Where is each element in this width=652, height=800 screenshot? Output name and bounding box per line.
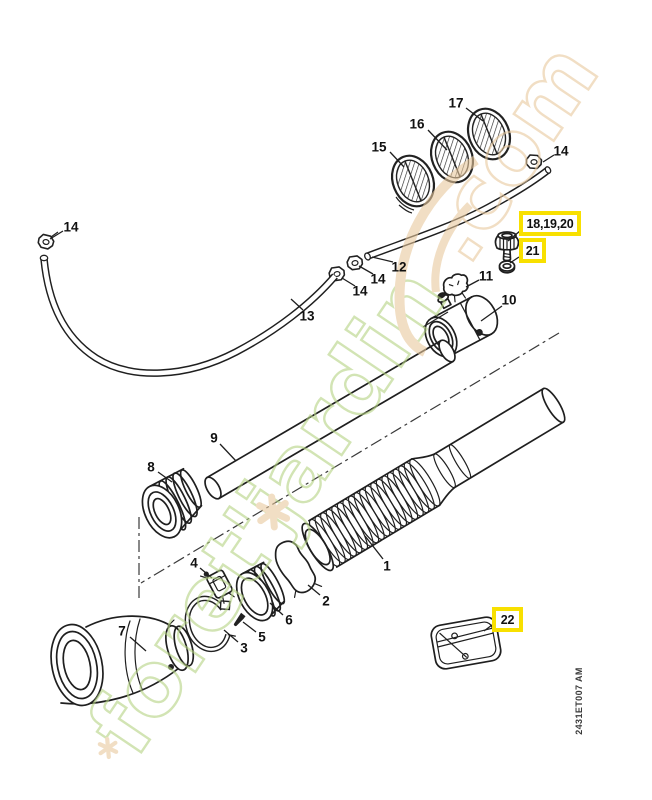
part-6-collar xyxy=(235,561,286,622)
part-15-grille xyxy=(383,148,443,214)
part-4-latch xyxy=(199,569,235,604)
part-14-nut-mid-a xyxy=(345,253,365,272)
watermark: foret'jardin .com xyxy=(67,24,620,773)
part-label-1: 1 xyxy=(383,558,391,574)
part-13-fuel-hose xyxy=(39,254,338,377)
highlighted-label-18-19-20[interactable]: 18,19,20 xyxy=(519,211,581,236)
part-8-adapter xyxy=(141,467,203,539)
part-label-12: 12 xyxy=(391,259,407,275)
part-14-clamp-top-left xyxy=(36,231,59,251)
part-1-flex-hose xyxy=(301,387,566,572)
part-5-screw xyxy=(233,612,246,627)
drawing-code: 2431ET007 AM xyxy=(574,667,584,735)
highlighted-label-21[interactable]: 21 xyxy=(519,238,546,263)
part-label-14-d: 14 xyxy=(352,283,368,299)
part-label-11: 11 xyxy=(478,268,494,284)
part-21-ring xyxy=(498,260,516,274)
part-label-5: 5 xyxy=(258,629,266,645)
part-label-15: 15 xyxy=(371,139,387,155)
part-label-17: 17 xyxy=(448,95,464,111)
highlighted-label-22[interactable]: 22 xyxy=(492,607,523,632)
part-11-knob xyxy=(442,273,469,303)
part-3-clamp-band xyxy=(184,595,236,653)
part-9-tube xyxy=(204,339,456,500)
center-dash-lines xyxy=(138,332,560,599)
part-label-14-b: 14 xyxy=(63,219,79,235)
part-label-4: 4 xyxy=(190,555,198,571)
part-label-9: 9 xyxy=(210,430,218,446)
part-label-7: 7 xyxy=(118,623,126,639)
part-label-2: 2 xyxy=(322,593,330,609)
part-18-19-20-cap xyxy=(494,231,520,262)
part-7-elbow-tube xyxy=(50,615,195,707)
part-label-13: 13 xyxy=(299,308,315,324)
part-label-3: 3 xyxy=(240,640,248,656)
part-2-gasket xyxy=(274,540,323,598)
part-label-6: 6 xyxy=(285,612,293,628)
part-22-cover xyxy=(430,616,502,670)
part-label-8: 8 xyxy=(147,459,155,475)
part-label-10: 10 xyxy=(501,292,517,308)
part-label-14-a: 14 xyxy=(553,143,569,159)
part-label-16: 16 xyxy=(409,116,425,132)
part-label-14-c: 14 xyxy=(370,271,386,287)
part-12-fuel-hose xyxy=(364,166,552,261)
